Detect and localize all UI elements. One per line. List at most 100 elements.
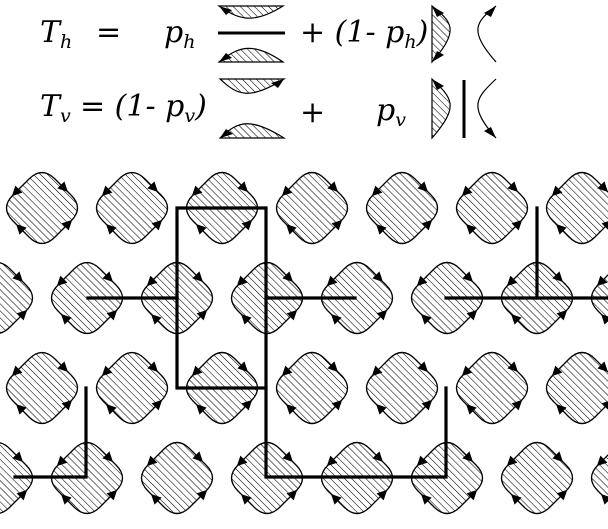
direction-arrow-icon [462,451,473,462]
direction-arrow-icon [331,399,343,411]
direction-arrow-icon [372,451,383,462]
direction-arrow-icon [196,224,207,235]
direction-arrow-icon [106,489,118,501]
direction-arrow-icon [286,404,297,415]
direction-arrow-icon [282,271,293,282]
direction-arrow-icon [146,455,158,467]
hatched-loop [95,351,169,425]
direction-arrow-icon [327,361,338,372]
direction-arrow-icon [151,494,162,505]
direction-arrow-icon [147,361,158,372]
direction-arrow-icon [417,361,428,372]
direction-arrow-icon [196,489,208,501]
direction-arrow-icon [102,271,113,282]
direction-arrow-icon [241,314,252,325]
direction-arrow-icon [462,271,473,282]
direction-arrow-icon [416,455,428,467]
direction-arrow-icon [236,455,248,467]
th-smoothing-horizontal-icon [217,5,286,63]
direction-arrow-icon [192,271,203,282]
direction-arrow-icon [56,455,68,467]
direction-arrow-icon [326,275,338,287]
direction-arrow-icon [371,185,383,197]
tv-complement-coefficient: = (1- pv) [80,89,207,127]
direction-arrow-icon [101,365,113,377]
hatched-loop [5,171,79,245]
direction-arrow-icon [12,451,23,462]
direction-arrow-icon [466,489,478,501]
hatched-loop [95,171,169,245]
direction-arrow-icon [147,181,158,192]
direction-arrow-icon [16,404,27,415]
bond-path-lower [264,386,448,479]
direction-arrow-icon [192,451,203,462]
hatched-loop [455,171,529,245]
direction-arrow-icon [196,404,207,415]
direction-arrow-icon [106,309,118,321]
th-equals: = [96,15,122,50]
th-smoothing-vertical-icon [431,4,497,64]
direction-arrow-icon [466,224,477,235]
direction-arrow-icon [461,365,473,377]
th-ph-coefficient: ph [164,15,196,53]
direction-arrow-icon [331,494,342,505]
direction-arrow-icon [61,494,72,505]
hatched-loop [5,351,79,425]
direction-arrow-icon [151,399,163,411]
hatched-loop [275,171,349,245]
tv-lhs-label: Tv [40,89,71,127]
direction-arrow-icon [371,365,383,377]
hatched-loop [455,351,529,425]
direction-arrow-icon [376,404,387,415]
direction-arrow-icon [461,185,473,197]
direction-arrow-icon [241,219,253,231]
bond-path-left-corner [13,386,88,479]
direction-arrow-icon [466,404,477,415]
direction-arrow-icon [16,489,28,501]
direction-arrow-icon [106,404,117,415]
direction-arrow-icon [61,399,73,411]
tv-pv-coefficient: pv [376,93,406,131]
hatched-loop [590,454,608,502]
direction-arrow-icon [237,181,248,192]
direction-arrow-icon [506,455,518,467]
direction-arrow-icon [286,489,298,501]
hatched-loop [365,351,439,425]
direction-arrow-icon [191,365,203,377]
direction-arrow-icon [146,275,158,287]
bond-paths [13,206,608,479]
direction-arrow-icon [331,219,343,231]
direction-arrow-icon [61,219,73,231]
direction-arrow-icon [507,181,518,192]
direction-arrow-icon [151,314,162,325]
hatched-loop [140,441,214,515]
direction-arrow-icon [11,365,23,377]
hatched-loop [365,171,439,245]
direction-arrow-icon [56,275,68,287]
direction-arrow-icon [421,494,432,505]
direction-arrow-icon [61,314,72,325]
hatched-loop [275,351,349,425]
tv-smoothing-horizontal-icon [218,78,287,139]
th-complement-coefficient: + (1- ph) [300,15,429,53]
direction-arrow-icon [376,309,388,321]
direction-arrow-icon [236,275,248,287]
direction-arrow-icon [241,399,253,411]
direction-arrow-icon [57,361,68,372]
direction-arrow-icon [421,399,433,411]
direction-arrow-icon [331,314,342,325]
direction-arrow-icon [241,494,252,505]
direction-arrow-icon [327,181,338,192]
direction-arrow-icon [102,451,113,462]
hatched-loop [320,261,394,335]
hatched-loop [500,441,574,515]
direction-arrow-icon [506,275,518,287]
hatched-loop [545,171,608,245]
direction-arrow-icon [101,185,113,197]
direction-arrow-icon [326,455,338,467]
loop-lattice [0,171,608,515]
direction-arrow-icon [237,361,248,372]
direction-arrow-icon [601,399,608,411]
direction-arrow-icon [507,361,518,372]
